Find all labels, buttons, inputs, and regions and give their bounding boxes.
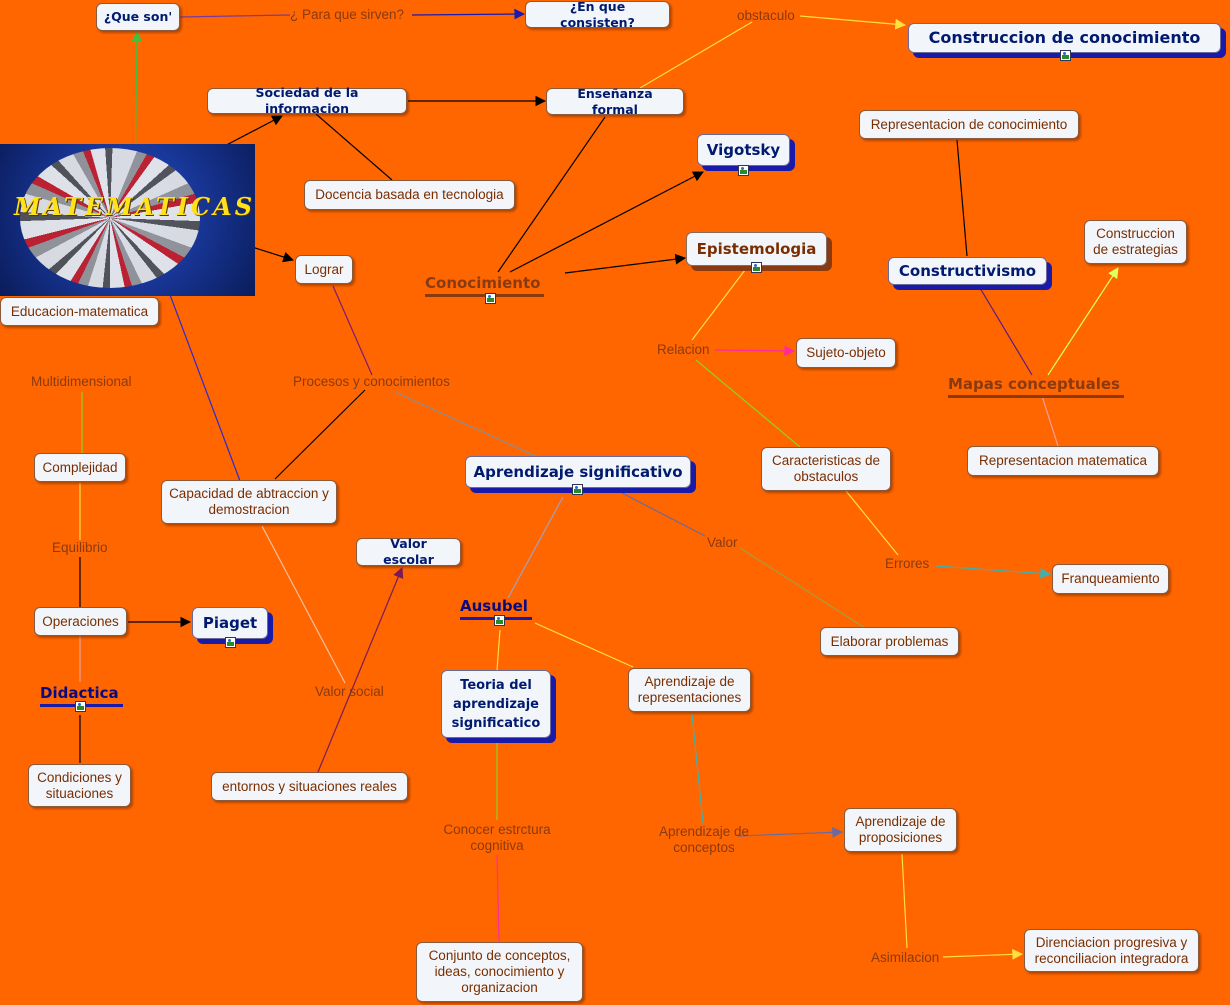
node-sujeto-objeto[interactable]: Sujeto-objeto — [796, 338, 896, 368]
label-aprendizaje-conceptos: Aprendizaje de conceptos — [658, 824, 750, 855]
node-complejidad[interactable]: Complejidad — [34, 453, 126, 482]
node-constructivismo[interactable]: Constructivismo — [888, 257, 1047, 285]
node-conjunto-conceptos[interactable]: Conjunto de conceptos, ideas, conocimien… — [416, 942, 583, 1002]
node-entornos-situaciones[interactable]: entornos y situaciones reales — [211, 772, 408, 801]
image-attachment-icon[interactable] — [485, 293, 496, 304]
node-aprendizaje-significativo[interactable]: Aprendizaje significativo — [465, 456, 691, 488]
node-capacidad-abstraccion[interactable]: Capacidad de abtraccion y demostracion — [161, 480, 337, 524]
node-condiciones-situaciones[interactable]: Condiciones y situaciones — [28, 764, 131, 807]
image-attachment-icon[interactable] — [75, 701, 86, 712]
node-construccion-estrategias[interactable]: Construccion de estrategias — [1084, 220, 1187, 264]
node-en-que-consisten[interactable]: ¿En que consisten? — [525, 0, 670, 30]
label-valor: Valor — [707, 535, 738, 550]
node-educacion-matematica[interactable]: Educacion-matematica — [0, 297, 159, 326]
label-valor-social: Valor social — [315, 684, 384, 699]
node-piaget[interactable]: Piaget — [192, 607, 268, 639]
image-attachment-icon[interactable] — [1060, 50, 1071, 61]
image-attachment-icon[interactable] — [738, 165, 749, 176]
node-vigotsky[interactable]: Vigotsky — [697, 134, 790, 166]
node-lograr[interactable]: Lograr — [295, 255, 353, 284]
node-operaciones[interactable]: Operaciones — [34, 607, 127, 636]
node-sociedad-informacion[interactable]: Sociedad de la informacion — [207, 85, 407, 116]
label-equilibrio: Equilibrio — [52, 540, 108, 555]
label-obstaculo: obstaculo — [737, 8, 795, 23]
node-didactica[interactable]: Didactica — [40, 684, 123, 707]
node-representacion-conocimiento[interactable]: Representacion de conocimiento — [859, 110, 1079, 139]
node-ensenanza-formal[interactable]: Enseñanza formal — [546, 86, 684, 117]
node-epistemologia[interactable]: Epistemologia — [686, 232, 827, 266]
node-caracteristicas-obstaculos[interactable]: Caracteristicas de obstaculos — [761, 447, 891, 491]
label-asimilacion: Asimilacion — [871, 950, 940, 965]
node-aprendizaje-proposiciones[interactable]: Aprendizaje de proposiciones — [844, 808, 957, 852]
label-procesos-conocimientos: Procesos y conocimientos — [293, 374, 450, 389]
label-errores: Errores — [885, 556, 930, 571]
matematicas-image: MATEMATICAS — [0, 144, 255, 296]
image-attachment-icon[interactable] — [572, 484, 583, 495]
node-franqueamiento[interactable]: Franqueamiento — [1052, 564, 1169, 594]
node-elaborar-problemas[interactable]: Elaborar problemas — [820, 627, 959, 656]
node-construccion-conocimiento[interactable]: Construccion de conocimiento — [908, 23, 1221, 53]
image-attachment-icon[interactable] — [494, 615, 505, 626]
node-ausubel[interactable]: Ausubel — [460, 597, 532, 620]
cards-sphere-icon — [20, 148, 200, 288]
node-docencia-tecnologia[interactable]: Docencia basada en tecnologia — [304, 180, 515, 210]
image-attachment-icon[interactable] — [751, 262, 762, 273]
image-attachment-icon[interactable] — [225, 637, 236, 648]
label-multidimensional: Multidimensional — [31, 374, 132, 389]
node-que-son[interactable]: ¿Que son' — [96, 3, 180, 31]
label-para-que-sirven: ¿ Para que sirven? — [290, 7, 405, 22]
node-conocimiento[interactable]: Conocimiento — [425, 274, 545, 297]
node-teoria-aprendizaje[interactable]: Teoria del aprendizaje significatico — [441, 670, 551, 738]
node-aprendizaje-representaciones[interactable]: Aprendizaje de representaciones — [628, 668, 751, 712]
matematicas-title: MATEMATICAS — [14, 192, 255, 221]
node-mapas-conceptuales[interactable]: Mapas conceptuales — [948, 375, 1124, 398]
node-representacion-matematica[interactable]: Representacion matematica — [967, 446, 1159, 476]
label-conocer-estructura: Conocer estrctura cognitiva — [443, 822, 551, 853]
label-relacion: Relacion — [657, 342, 710, 357]
node-valor-escolar[interactable]: Valor escolar — [356, 536, 461, 567]
node-direnciacion[interactable]: Direnciacion progresiva y reconciliacion… — [1024, 929, 1199, 972]
